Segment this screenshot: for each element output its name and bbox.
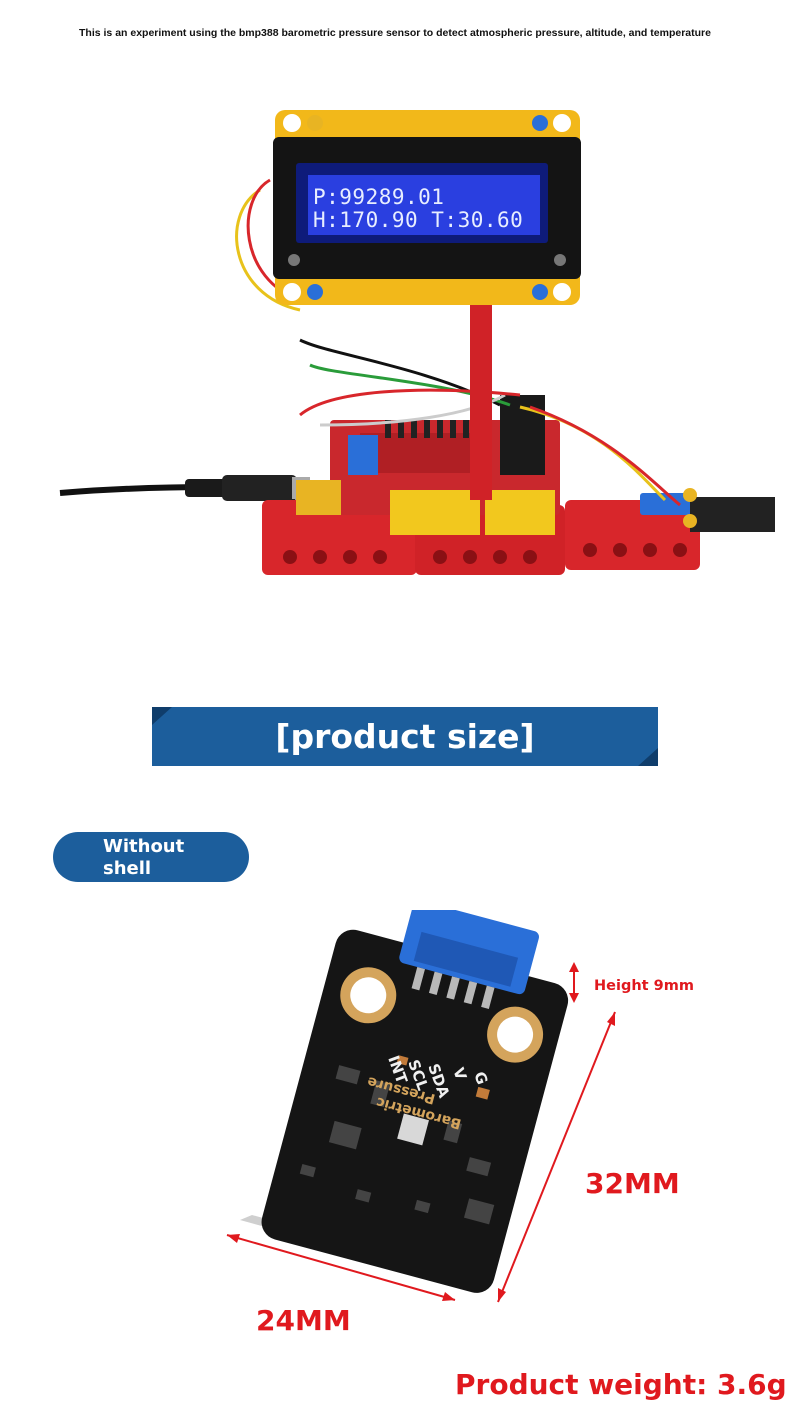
variant-label: Without shell (103, 836, 184, 880)
lcd-line-2: H:170.90 T:30.60 (313, 208, 524, 232)
terminal-block (348, 435, 378, 475)
pin-label-g: G (470, 1069, 491, 1087)
length-dimension-line (497, 1011, 616, 1303)
lcd-screen (308, 175, 540, 235)
variant-label-line-2: shell (103, 858, 152, 879)
yellow-block-right (485, 490, 555, 535)
base-brick-right (565, 500, 700, 570)
width-label: 24MM (256, 1304, 351, 1337)
width-dimension-line (226, 1234, 456, 1301)
section-banner (152, 707, 658, 766)
banner-corner-folds (152, 707, 658, 766)
support-post (470, 300, 492, 500)
lcd-line-1: P:99289.01 (313, 185, 445, 209)
section-title: [product size] (275, 717, 535, 756)
length-label: 32MM (585, 1167, 680, 1200)
sensor-module-small (690, 497, 775, 532)
experiment-setup-illustration (59, 110, 775, 575)
variant-pill (53, 832, 249, 882)
yellow-block-left (390, 490, 480, 535)
height-label: Height 9mm (594, 978, 694, 994)
usb-plug (185, 479, 230, 497)
page-caption: This is an experiment using the bmp388 b… (79, 27, 711, 39)
power-jack (296, 480, 341, 515)
weight-label: Product weight: 3.6g (455, 1368, 787, 1401)
variant-label-line-1: Without (103, 836, 185, 857)
sensor-board-illustration: INT SCL SDA V G Pressure Barometric (226, 910, 616, 1303)
